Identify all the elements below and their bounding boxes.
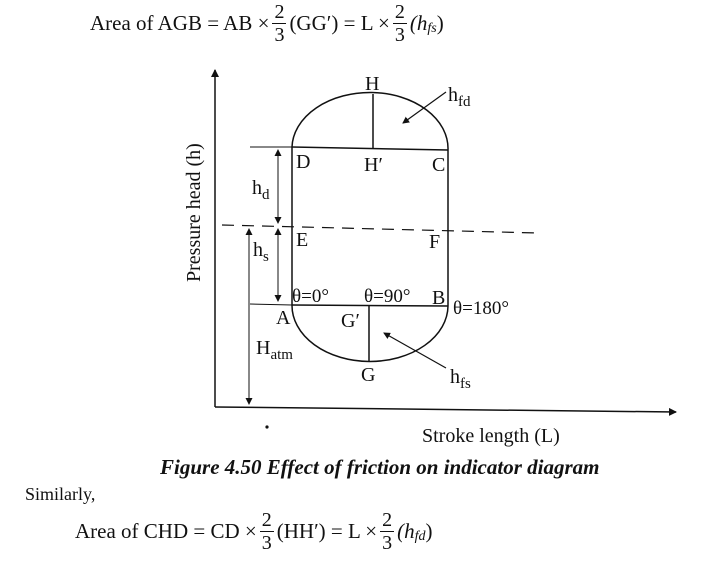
figure-caption: Figure 4.50 Effect of friction on indica… [160,455,600,479]
label-h: H [365,73,379,95]
eq-top-rhs-sub: fs [427,20,437,36]
label-hs: hs [253,239,269,265]
eq-bottom-fraction-1: 2 3 [259,509,274,554]
label-hfs: hfs [450,366,471,392]
label-g: G [361,364,375,386]
eq-bottom-rhs-close: ) [425,519,433,543]
label-h-prime: H′ [364,154,383,176]
label-theta-180: θ=180° [453,298,509,319]
eq-bottom-mid: (HH′) = L × [276,519,378,543]
line-ab [291,304,449,307]
y-axis-label: Pressure head (h) [183,143,205,282]
label-hfd: hfd [448,84,471,110]
label-hatm: Hatm [256,337,293,363]
frac-numerator: 2 [380,509,395,532]
label-theta-90: θ=90° [364,286,410,307]
eq-bottom-rhs-open: (h [397,519,415,543]
label-g-prime: G′ [341,310,360,332]
label-c: C [432,154,445,176]
frac-denominator: 3 [394,24,405,46]
equation-area-chd: Area of CHD = CD × 2 3 (HH′) = L × 2 3 (… [75,510,433,553]
frac-denominator: 3 [261,532,272,554]
atmospheric-line [221,224,539,234]
equation-area-agb: Area of AGB = AB × 2 3 (GG′) = L × 2 3 (… [90,2,444,45]
eq-top-rhs-open: (h [409,11,428,35]
label-theta-0: θ=0° [292,286,329,307]
x-axis-label: Stroke length (L) [422,425,560,447]
eq-top-fraction-1: 2 3 [272,1,287,46]
label-e: E [296,229,308,251]
eq-top-mid: (GG′) = L × [289,11,390,35]
frac-denominator: 3 [382,532,393,554]
indicator-curve [291,91,449,363]
frac-numerator: 2 [272,1,287,24]
frac-numerator: 2 [259,509,274,532]
leader-ext-a [249,303,293,306]
label-a: A [276,307,291,329]
frac-numerator: 2 [392,1,407,24]
line-dc [291,146,449,151]
label-b: B [432,287,445,309]
dot-mark [265,425,269,429]
eq-bottom-fraction-2: 2 3 [380,509,395,554]
x-axis [214,406,677,416]
eq-top-rhs-close: ) [436,11,444,35]
frac-denominator: 3 [274,24,285,46]
label-hd: hd [252,177,270,203]
eq-bottom-rhs-sub: fd [414,528,426,544]
eq-top-fraction-2: 2 3 [392,1,407,46]
similarly-text: Similarly, [25,484,96,504]
arrow-hfs [383,332,447,369]
label-f: F [429,231,440,253]
eq-top-lhs: Area of AGB = AB × [90,11,270,35]
arrow-hfd [402,91,447,124]
eq-bottom-lhs: Area of CHD = CD × [75,519,257,543]
label-d: D [296,151,310,173]
